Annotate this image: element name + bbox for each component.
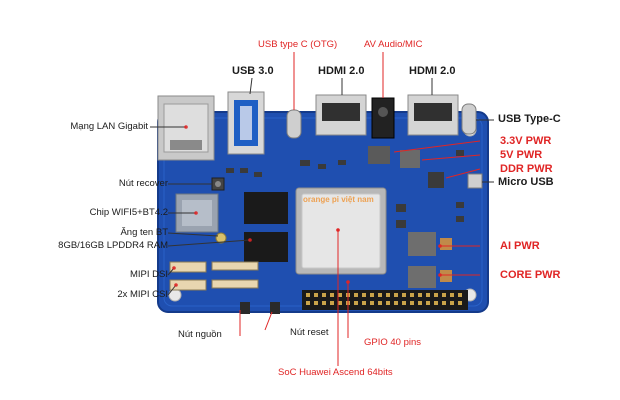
gpio-pin	[434, 293, 438, 297]
label-av-audio-mic: AV Audio/MIC	[364, 39, 423, 50]
label-hdmi-1: HDMI 2.0	[318, 65, 365, 77]
gpio-pin	[386, 301, 390, 305]
label-lan: Mạng LAN Gigabit	[70, 121, 148, 132]
ram-chip-1	[244, 192, 288, 224]
label-ram: 8GB/16GB LPDDR4 RAM	[58, 240, 168, 251]
label-usb-type-c: USB Type-C	[498, 113, 561, 125]
gpio-pin	[434, 301, 438, 305]
regulator-3v3	[368, 146, 390, 164]
gpio-pin	[402, 293, 406, 297]
gpio-pin	[370, 293, 374, 297]
gpio-pin	[418, 301, 422, 305]
label-reset-button: Nút reset	[290, 327, 329, 338]
label-antenna: Ăng ten BT	[120, 227, 168, 238]
reset-button	[270, 302, 280, 314]
gpio-pin	[378, 293, 382, 297]
gpio-pin	[402, 301, 406, 305]
gpio-pin	[330, 293, 334, 297]
label-usb3: USB 3.0	[232, 65, 274, 77]
gpio-pin	[450, 293, 454, 297]
gpio-pin	[378, 301, 382, 305]
label-core-pwr: CORE PWR	[500, 269, 561, 281]
gpio-pin	[314, 301, 318, 305]
label-soc: SoC Huawei Ascend 64bits	[278, 367, 393, 378]
label-hdmi-2: HDMI 2.0	[409, 65, 456, 77]
gpio-pin	[450, 301, 454, 305]
gpio-pin	[394, 301, 398, 305]
gpio-pin	[338, 301, 342, 305]
gpio-pin	[386, 293, 390, 297]
gpio-pin	[442, 301, 446, 305]
gpio-pin	[394, 293, 398, 297]
gpio-pin	[306, 293, 310, 297]
label-gpio: GPIO 40 pins	[364, 337, 422, 348]
mipi-dsi-connector	[169, 261, 207, 273]
regulator-5v	[400, 150, 420, 168]
label-mipi-csi: 2x MIPI CSI	[117, 289, 168, 300]
label-usb-c-otg: USB type C (OTG)	[258, 39, 338, 50]
gpio-pin	[362, 301, 366, 305]
label-recover: Nút recover	[118, 178, 168, 189]
label-3v3-pwr: 3.3V PWR	[500, 135, 552, 147]
gpio-pin	[410, 293, 414, 297]
gpio-pin	[426, 301, 430, 305]
gpio-pin	[442, 293, 446, 297]
gpio-pin	[458, 293, 462, 297]
regulator-ddr	[428, 172, 444, 188]
gpio-pin	[330, 301, 334, 305]
mipi-csi-connector	[169, 279, 207, 291]
label-ai-pwr: AI PWR	[500, 240, 540, 252]
ram-chip-2	[244, 232, 288, 262]
gpio-pin	[354, 293, 358, 297]
gpio-pin	[426, 293, 430, 297]
gpio-pin	[418, 293, 422, 297]
watermark: orange pi việt nam	[303, 195, 374, 204]
power-button	[240, 302, 250, 314]
label-mipi-dsi: MIPI DSI	[129, 269, 168, 280]
label-power-button: Nút nguồn	[178, 329, 222, 340]
gpio-pin	[370, 301, 374, 305]
usb-c-power-port	[461, 103, 477, 135]
gpio-pin	[314, 293, 318, 297]
label-ddr-pwr: DDR PWR	[500, 163, 553, 175]
label-micro-usb: Micro USB	[498, 176, 554, 188]
gpio-pin	[306, 301, 310, 305]
micro-usb-port	[467, 173, 483, 189]
usb-c-otg-port	[286, 109, 302, 139]
label-wifi: Chip WIFI5+BT4.2	[89, 207, 168, 218]
regulator-core	[408, 266, 436, 288]
gpio-pin	[410, 301, 414, 305]
gpio-pin	[322, 293, 326, 297]
gpio-pin	[458, 301, 462, 305]
bt-antenna-connector	[215, 232, 227, 244]
gpio-pin	[322, 301, 326, 305]
gpio-pin	[338, 293, 342, 297]
gpio-pin	[354, 301, 358, 305]
regulator-ai	[408, 232, 436, 256]
label-5v-pwr: 5V PWR	[500, 149, 543, 161]
gpio-pin	[362, 293, 366, 297]
audio-jack	[371, 97, 395, 139]
